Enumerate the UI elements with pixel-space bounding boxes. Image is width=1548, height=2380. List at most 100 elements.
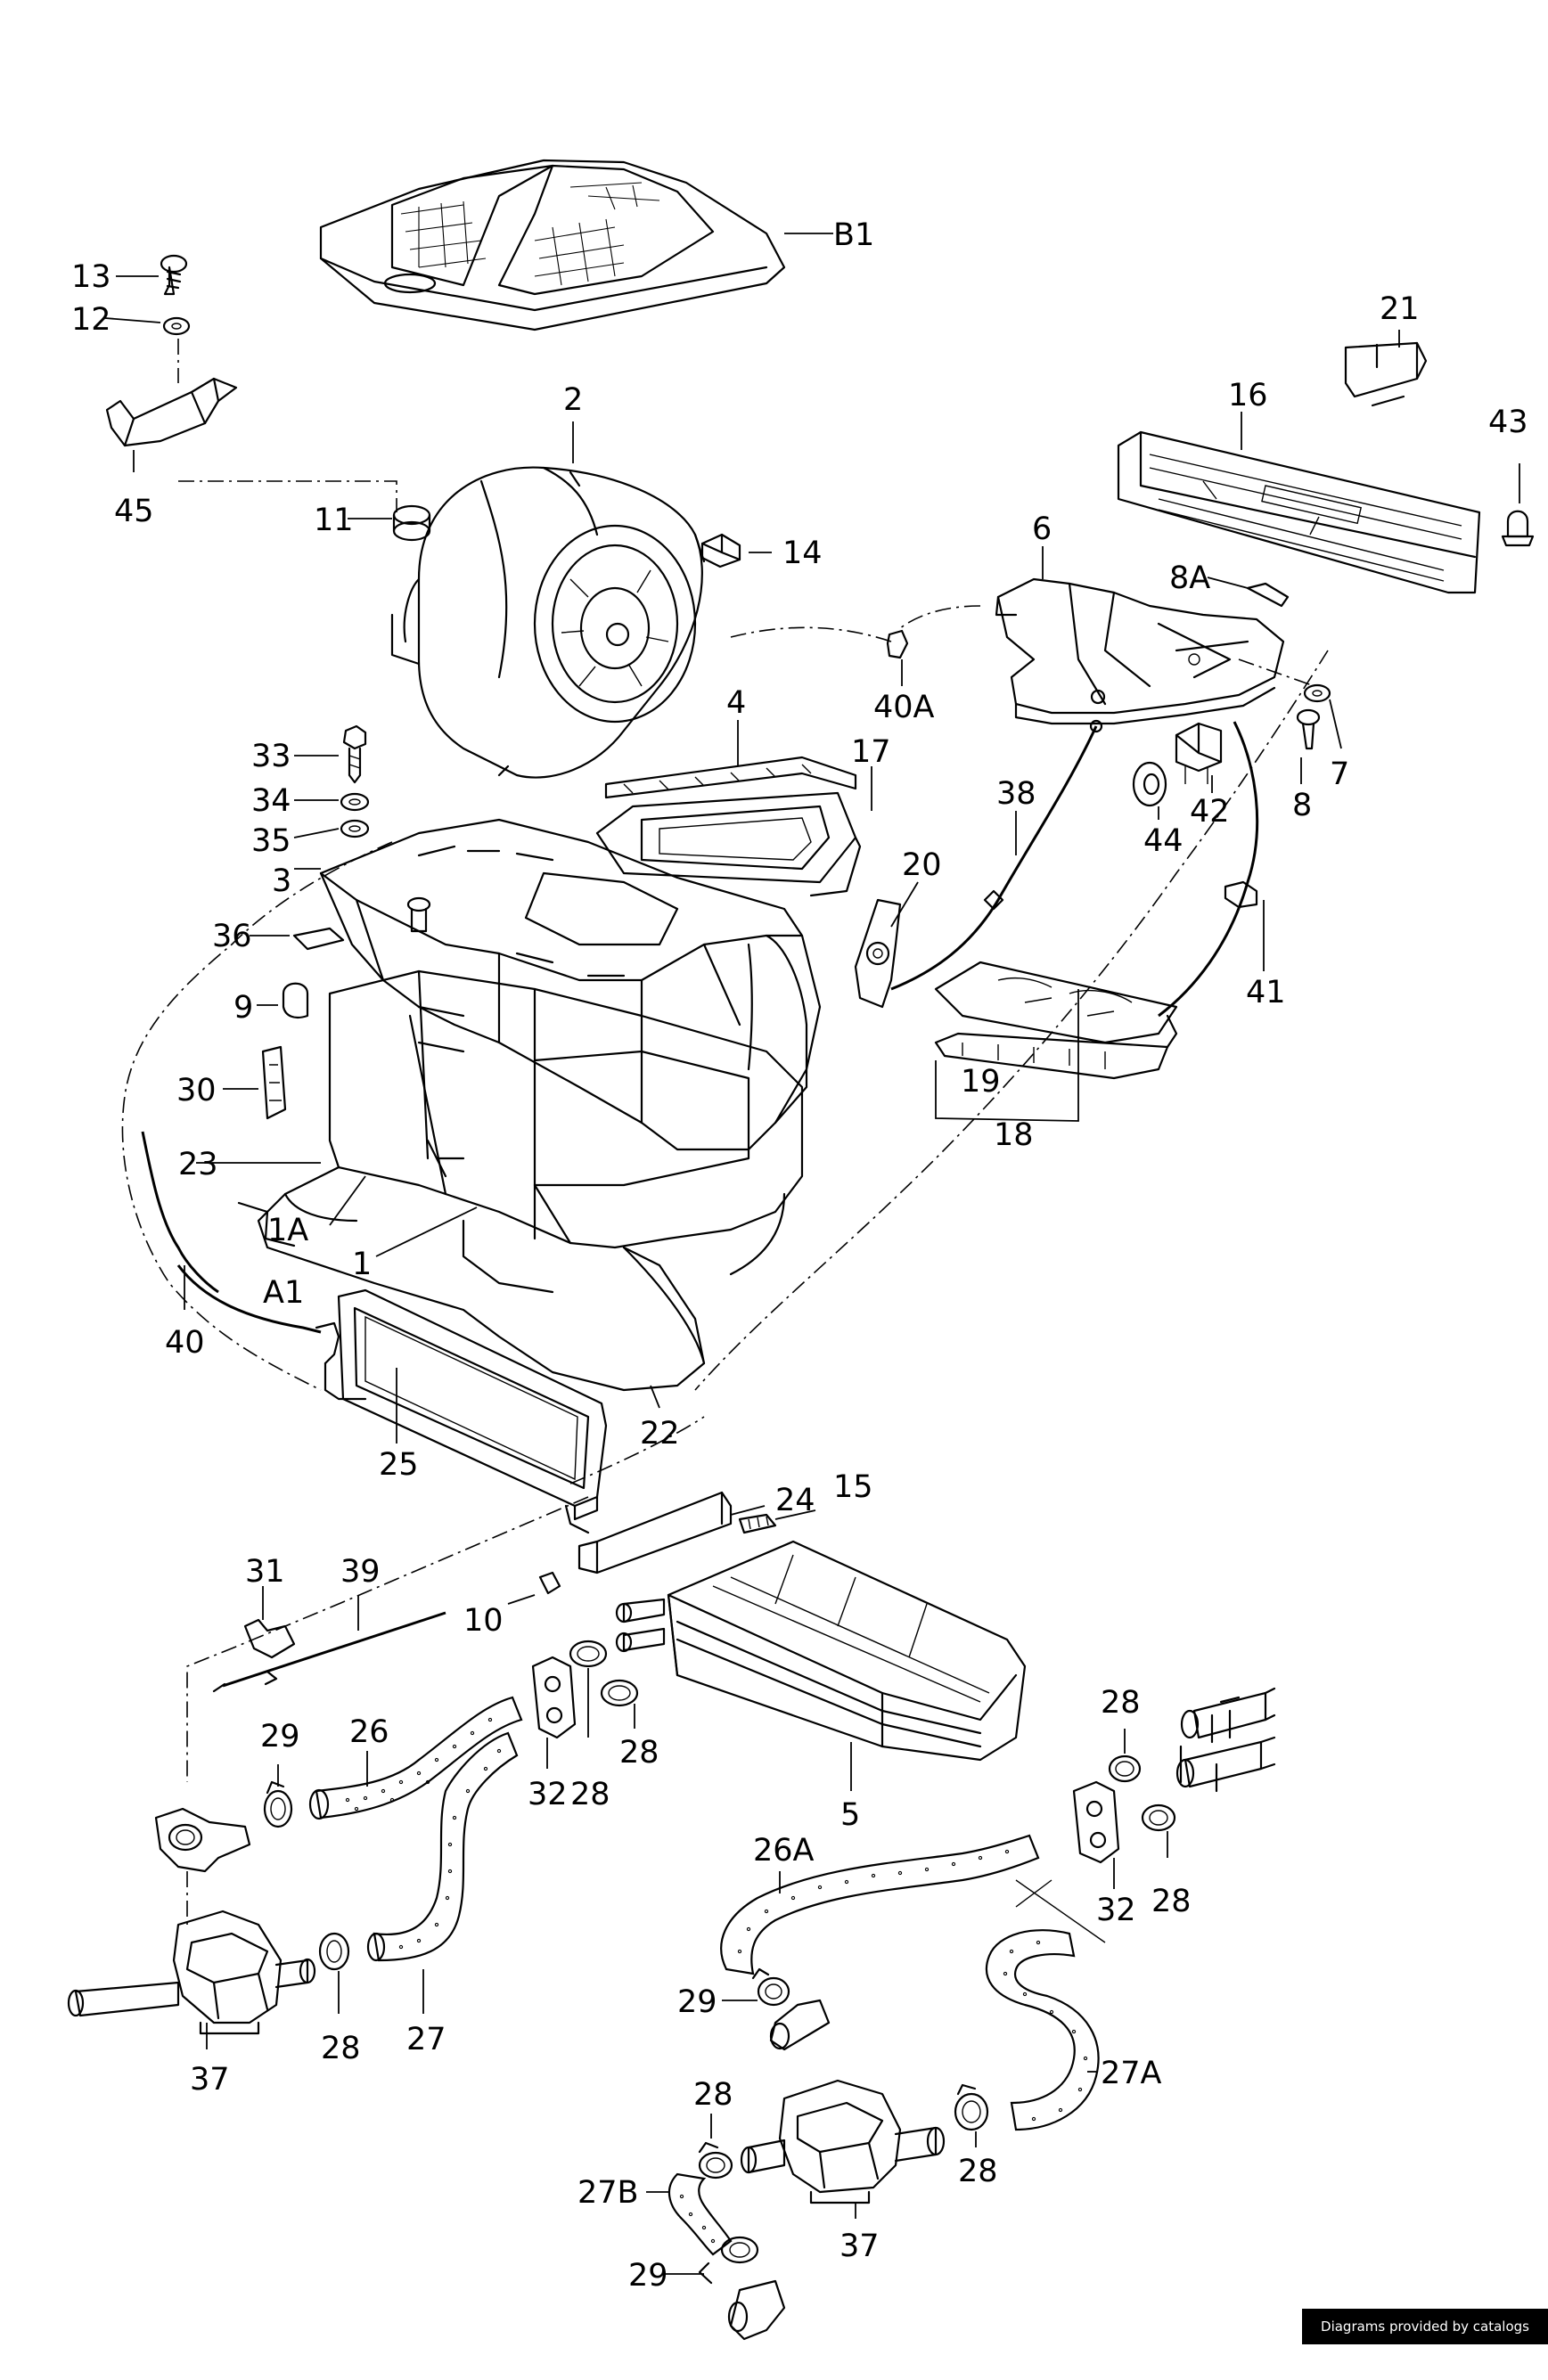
seal-24: 24 bbox=[577, 1483, 815, 1574]
callout-40: 40 bbox=[165, 1325, 205, 1361]
callout-30: 30 bbox=[176, 1073, 217, 1108]
clamp-28-bottom: 28 bbox=[693, 2077, 733, 2180]
control-unit-6: 6 bbox=[995, 511, 1285, 725]
callout-22: 22 bbox=[640, 1416, 680, 1452]
fixing-7-8: 7 8 bbox=[1238, 658, 1349, 823]
clip-14: 14 bbox=[700, 533, 823, 571]
callout-28g: 28 bbox=[958, 2154, 998, 2189]
fixing-group-left-top: 13 12 45 bbox=[71, 254, 397, 529]
flange-32-left: 32 bbox=[528, 1656, 577, 1812]
fitting-bottom bbox=[727, 2279, 786, 2341]
clip-10: 10 bbox=[463, 1571, 561, 1639]
callout-38: 38 bbox=[996, 776, 1036, 812]
callout-11: 11 bbox=[314, 503, 354, 538]
control-panel-group: 21 16 43 bbox=[1117, 291, 1535, 594]
switch-42: 42 bbox=[1175, 722, 1230, 830]
clip-8a: 8A bbox=[1169, 560, 1290, 608]
heater-housing-1: 23 1A 1 22 bbox=[178, 969, 804, 1452]
seal-4: 4 bbox=[604, 685, 857, 799]
hose-27b: 27B bbox=[577, 2172, 733, 2256]
fitting-small bbox=[769, 1999, 831, 2051]
callout-36: 36 bbox=[212, 919, 252, 954]
callout-32b: 32 bbox=[1096, 1893, 1136, 1928]
heater-cover-b1: B1 bbox=[319, 159, 874, 331]
callout-19: 19 bbox=[961, 1064, 1001, 1100]
callout-15: 15 bbox=[833, 1469, 873, 1505]
flange-32-right: 32 bbox=[1072, 1780, 1136, 1928]
callout-28c: 28 bbox=[1101, 1685, 1141, 1721]
valve-37-right: 37 bbox=[740, 2079, 946, 2264]
heater-core-5: 5 bbox=[615, 1540, 1027, 1833]
callout-26: 26 bbox=[349, 1714, 389, 1750]
cable-40: 40 A1 bbox=[141, 1131, 367, 1401]
callout-27a: 27A bbox=[1101, 2056, 1162, 2091]
callout-1: 1 bbox=[352, 1247, 372, 1282]
callout-27b: 27B bbox=[577, 2175, 639, 2211]
callout-41: 41 bbox=[1246, 975, 1286, 1010]
cable-38: 38 bbox=[890, 719, 1103, 991]
callout-42: 42 bbox=[1190, 794, 1230, 830]
blower-housing-2: 2 bbox=[390, 382, 706, 779]
hose-27: 27 bbox=[366, 1731, 519, 2057]
knob-44: 44 bbox=[1132, 761, 1184, 859]
callout-18: 18 bbox=[994, 1117, 1034, 1153]
callout-33: 33 bbox=[251, 739, 291, 774]
callout-10: 10 bbox=[463, 1603, 504, 1639]
callout-37a: 37 bbox=[190, 2062, 230, 2098]
clamp-28-right-lower: 28 bbox=[1141, 1803, 1192, 1919]
hose-26: 26 bbox=[308, 1696, 523, 1820]
clamp-28-right-valve: 28 bbox=[954, 2083, 998, 2189]
callout-20: 20 bbox=[902, 847, 942, 883]
clamp-29-left: 29 bbox=[260, 1719, 300, 1828]
callout-34: 34 bbox=[251, 783, 291, 819]
callout-26a: 26A bbox=[753, 1833, 815, 1869]
clamp-29-bottom: 29 bbox=[628, 2236, 759, 2294]
callout-35: 35 bbox=[251, 823, 291, 859]
callout-7: 7 bbox=[1330, 757, 1349, 792]
callout-28a: 28 bbox=[570, 1777, 610, 1812]
callout-9: 9 bbox=[233, 990, 253, 1026]
callout-23: 23 bbox=[178, 1147, 218, 1182]
callout-28f: 28 bbox=[693, 2077, 733, 2113]
callout-13: 13 bbox=[71, 259, 111, 295]
clamp-28-upper: 28 bbox=[569, 1640, 610, 1812]
hose-26a: 26A bbox=[720, 1833, 1040, 1975]
flange-left bbox=[154, 1807, 251, 1925]
callout-28e: 28 bbox=[321, 2031, 361, 2066]
clip-15: 15 bbox=[738, 1469, 873, 1534]
callout-1a: 1A bbox=[267, 1213, 308, 1248]
callout-4: 4 bbox=[726, 685, 746, 721]
clip-40a: 40A bbox=[873, 629, 935, 725]
callout-2: 2 bbox=[563, 382, 583, 418]
callout-29b: 29 bbox=[677, 1984, 717, 2020]
callout-32a: 32 bbox=[528, 1777, 568, 1812]
clamp-28-right-upper: 28 bbox=[1101, 1685, 1142, 1783]
callout-a1: A1 bbox=[263, 1275, 304, 1311]
cable-39: 39 bbox=[212, 1554, 446, 1693]
grommet-11: 11 bbox=[314, 503, 431, 542]
clamp-28-lower-left: 28 bbox=[318, 1932, 361, 2066]
clip-36: 36 bbox=[212, 919, 345, 954]
pipe-stub-right bbox=[1175, 1687, 1276, 1793]
callout-28d: 28 bbox=[1151, 1884, 1192, 1919]
callout-8a: 8A bbox=[1169, 560, 1210, 596]
callout-25: 25 bbox=[379, 1447, 419, 1483]
callout-8: 8 bbox=[1292, 788, 1312, 823]
callout-24: 24 bbox=[775, 1483, 815, 1518]
callout-44: 44 bbox=[1143, 823, 1184, 859]
callout-14: 14 bbox=[782, 536, 823, 571]
callout-43: 43 bbox=[1488, 405, 1528, 440]
bracket-30: 30 bbox=[176, 1045, 287, 1120]
callout-5: 5 bbox=[840, 1797, 860, 1833]
fixing-group-33-35: 33 34 35 bbox=[251, 724, 370, 859]
callout-37b: 37 bbox=[840, 2229, 880, 2264]
callout-31: 31 bbox=[245, 1554, 285, 1590]
callout-45: 45 bbox=[114, 494, 154, 529]
flap-plate-18: 19 18 bbox=[934, 961, 1178, 1153]
callout-12: 12 bbox=[71, 302, 111, 338]
callout-28b: 28 bbox=[619, 1735, 659, 1771]
valve-37-left: 37 bbox=[67, 1910, 316, 2098]
clamp-28-lower: 28 bbox=[600, 1679, 659, 1771]
callout-29a: 29 bbox=[260, 1719, 300, 1754]
